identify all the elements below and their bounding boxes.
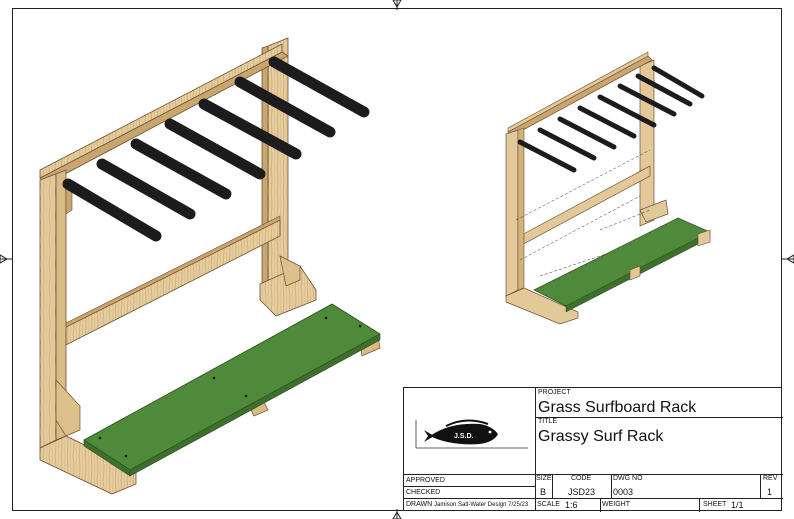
- code-value: JSD23: [568, 487, 596, 497]
- size-label: SIZE: [536, 475, 552, 482]
- bottom-center-mark: [392, 509, 402, 519]
- drawn-value: Jamison Salt-Water Design 7/25/23: [434, 502, 529, 508]
- project-label: PROJECT: [538, 389, 571, 396]
- scale-cell: SCALE 1:6: [535, 498, 601, 512]
- dwg-no-value: 0003: [613, 487, 634, 497]
- dwg-no-cell: DWG NO 0003: [611, 474, 761, 499]
- checked-cell: CHECKED: [404, 486, 536, 499]
- right-center-mark: [782, 254, 794, 264]
- rev-label: REV: [763, 475, 778, 482]
- project-value: Grass Surfboard Rack: [538, 399, 697, 416]
- weight-label: WEIGHT: [602, 501, 630, 508]
- rev-value: 1: [767, 487, 773, 497]
- approved-cell: APPROVED: [404, 474, 536, 487]
- drawn-label: DRAWN: [406, 501, 433, 508]
- title-value: Grassy Surf Rack: [538, 428, 664, 445]
- logo-text: J.S.D.: [454, 433, 474, 440]
- scale-value: 1:6: [565, 500, 578, 510]
- code-cell: CODE JSD23: [552, 474, 612, 499]
- rev-cell: REV 1: [760, 474, 783, 499]
- top-center-mark: [392, 0, 402, 10]
- dwg-no-label: DWG NO: [613, 475, 643, 482]
- scale-label: SCALE: [537, 501, 560, 508]
- title-cell: TITLE Grassy Surf Rack: [535, 417, 783, 475]
- left-center-mark: [0, 254, 12, 264]
- weight-cell: WEIGHT: [600, 498, 700, 512]
- drawn-cell: DRAWN Jamison Salt-Water Design 7/25/23: [404, 498, 536, 511]
- sheet-cell: SHEET 1/1: [699, 498, 783, 512]
- logo-cell: J.S.D.: [404, 388, 536, 475]
- size-cell: SIZE B: [535, 474, 553, 499]
- mahi-mahi-logo-icon: J.S.D.: [415, 419, 528, 449]
- sheet-label: SHEET: [703, 501, 727, 508]
- title-block: J.S.D. PROJECT Grass Surfboard Rack TITL…: [403, 387, 783, 512]
- size-value: B: [540, 487, 547, 497]
- small-board-bars: [517, 65, 705, 173]
- approved-label: APPROVED: [406, 477, 445, 484]
- board-bars: [62, 56, 370, 242]
- title-label: TITLE: [538, 418, 558, 425]
- sheet-value: 1/1: [731, 500, 744, 510]
- code-label: CODE: [571, 475, 592, 482]
- project-cell: PROJECT Grass Surfboard Rack: [535, 388, 783, 418]
- checked-label: CHECKED: [406, 489, 441, 496]
